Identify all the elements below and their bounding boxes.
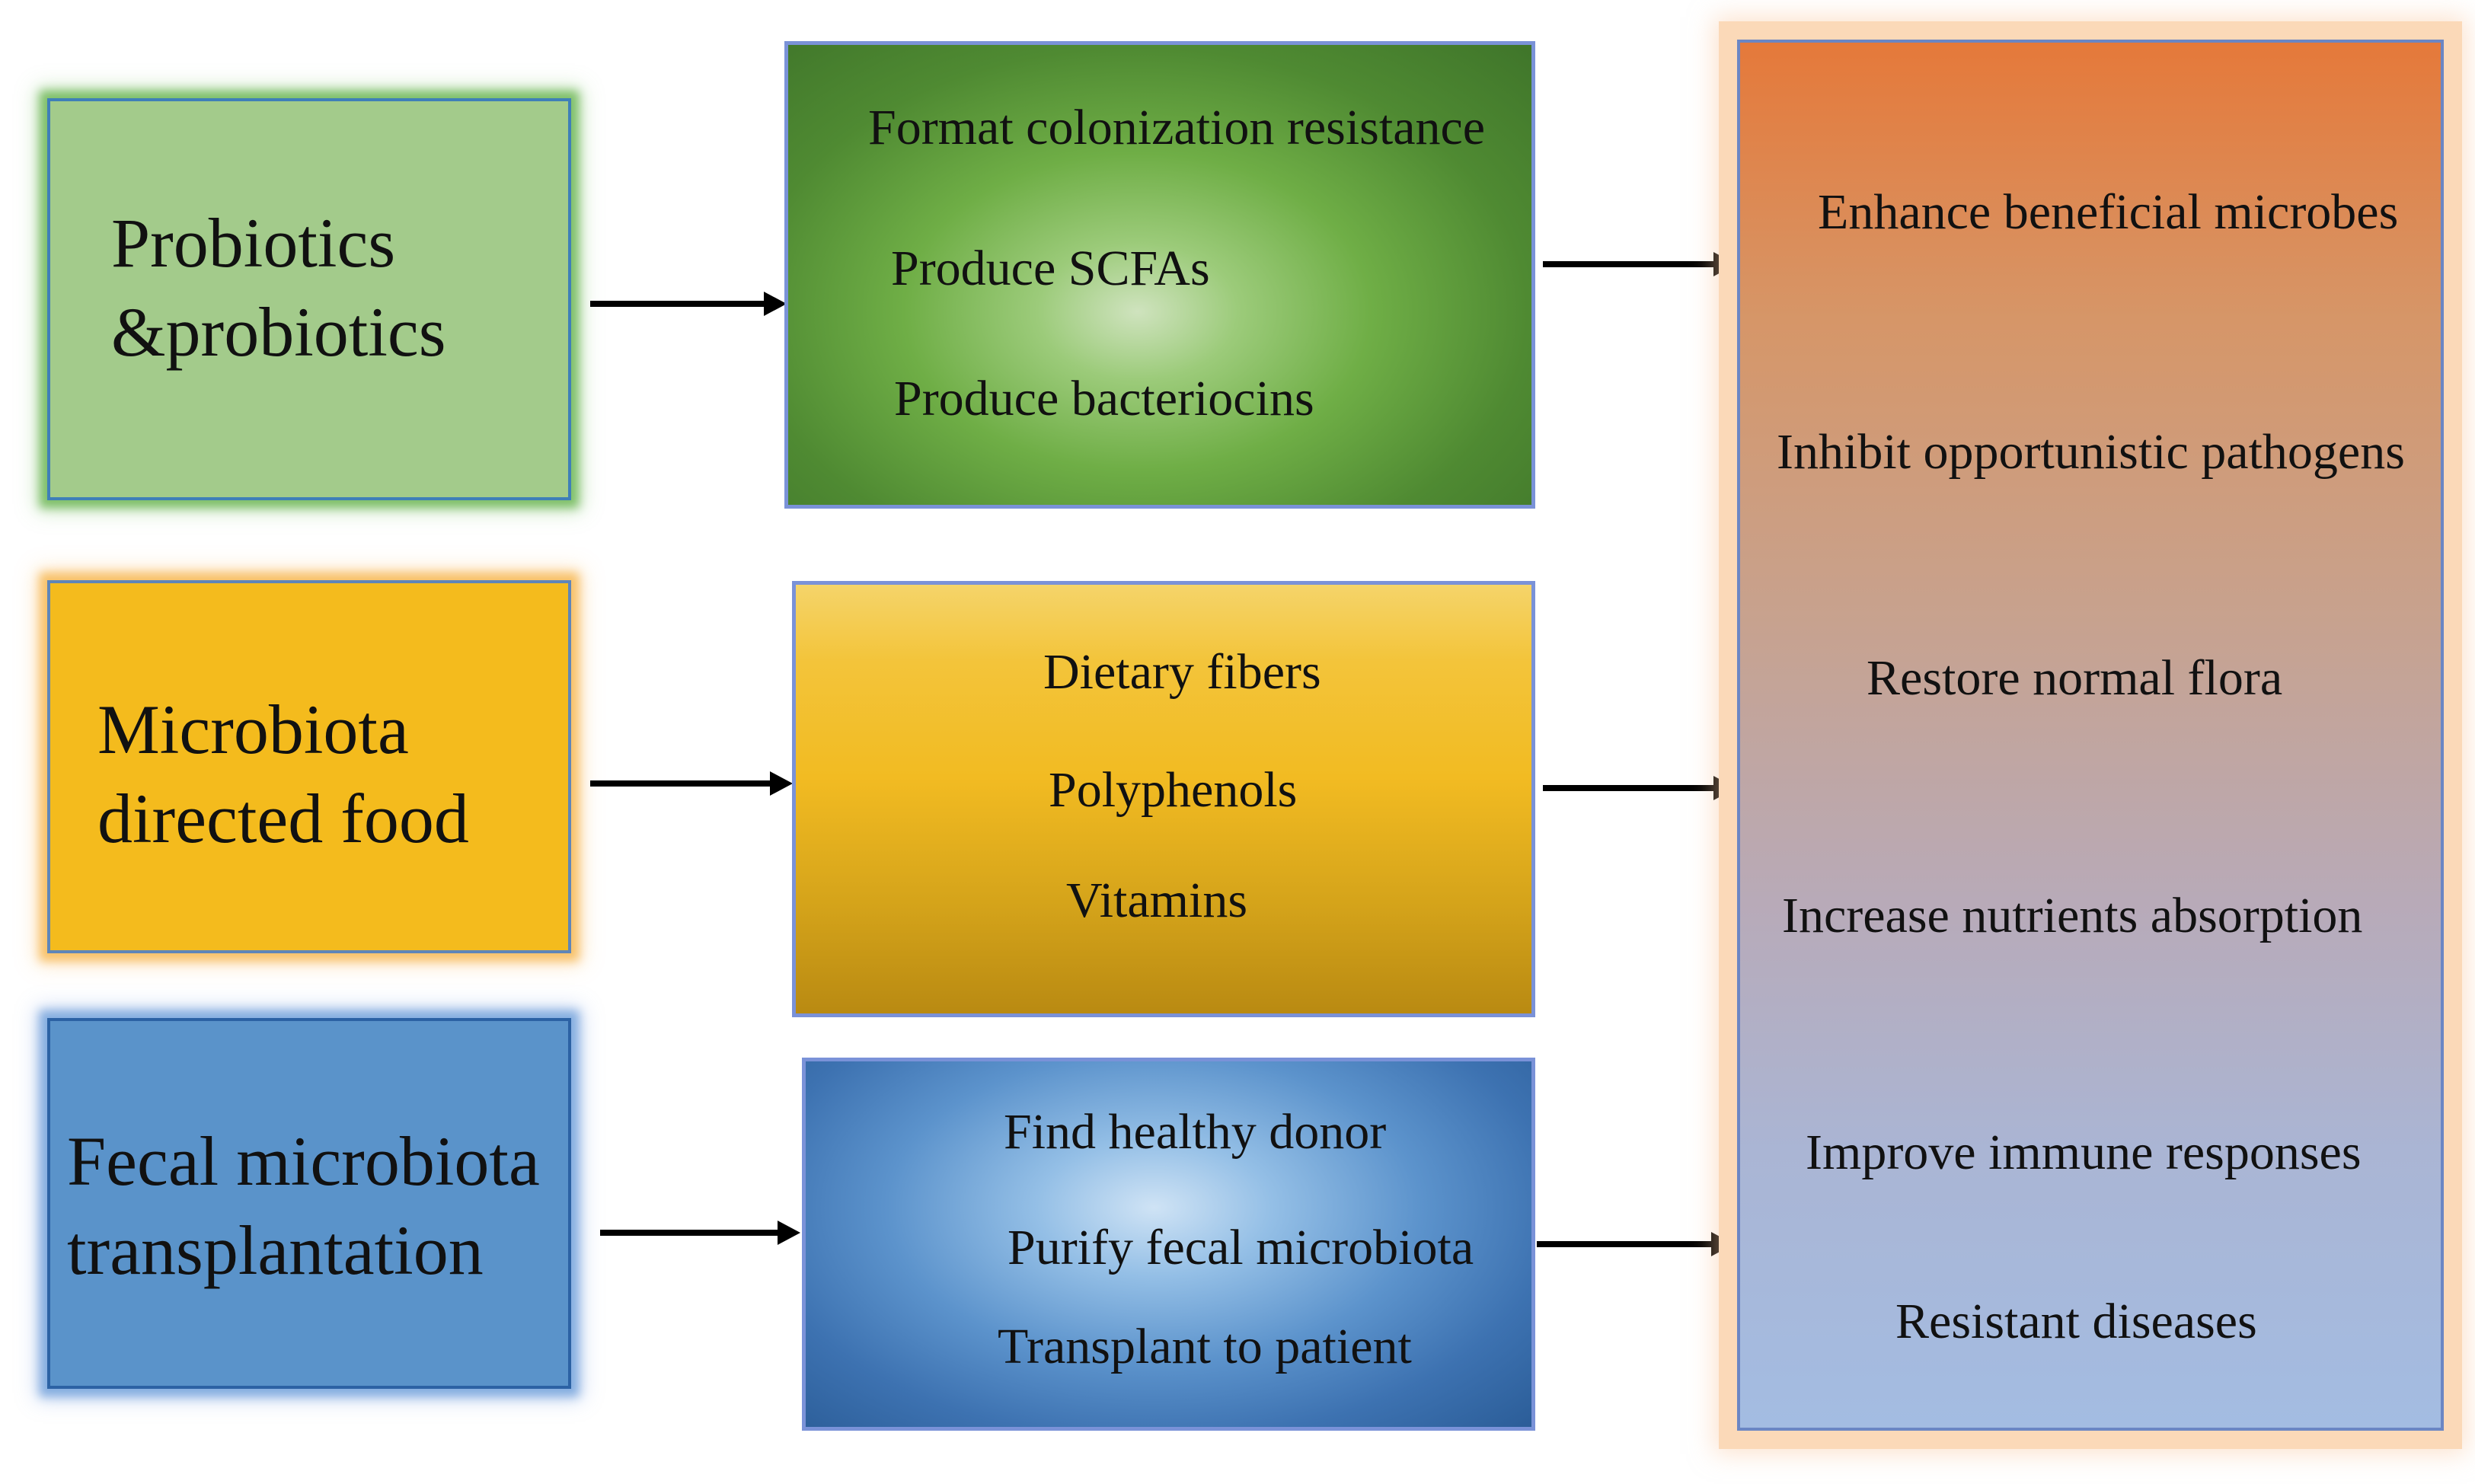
food-components-box: Dietary fibers Polyphenols Vitamins <box>792 581 1535 1017</box>
microbiota-food-box: Microbiota directed food <box>47 580 571 953</box>
outcome-item: Inhibit opportunistic pathogens <box>1777 424 2405 480</box>
arrow-mechanisms-to-outcomes <box>1543 776 1736 800</box>
mechanism-item: Purify fecal microbiota <box>1008 1220 1474 1275</box>
outcome-item: Restore normal flora <box>1867 650 2283 706</box>
arrow-food-to-mechanisms <box>590 771 793 796</box>
outcome-item: Resistant diseases <box>1895 1294 2257 1349</box>
mechanism-item: Dietary fibers <box>1043 644 1321 700</box>
probiotics-box: Probiotics &probiotics <box>47 98 571 500</box>
outcomes-box: Enhance beneficial microbes Inhibit oppo… <box>1737 40 2444 1431</box>
mechanism-item: Produce SCFAs <box>891 241 1210 296</box>
mechanism-item: Transplant to patient <box>998 1319 1412 1374</box>
arrow-mechanisms-to-outcomes <box>1537 1232 1734 1256</box>
mechanism-item: Find healthy donor <box>1004 1104 1387 1160</box>
fecal-transplant-title: Fecal microbiota transplantation <box>67 1122 540 1289</box>
outcome-item: Increase nutrients absorption <box>1782 888 2363 943</box>
arrow-fecal-to-mechanisms <box>600 1221 800 1245</box>
mechanism-item: Produce bacteriocins <box>894 371 1314 426</box>
probiotics-title: Probiotics &probiotics <box>111 204 446 371</box>
fecal-steps-box: Find healthy donor Purify fecal microbio… <box>802 1058 1535 1431</box>
arrow-mechanisms-to-outcomes <box>1543 252 1736 276</box>
probiotics-mechanisms-box: Format colonization resistance Produce S… <box>784 41 1535 509</box>
mechanism-item: Polyphenols <box>1049 762 1298 818</box>
outcome-item: Enhance beneficial microbes <box>1818 184 2399 240</box>
mechanism-item: Vitamins <box>1066 873 1248 928</box>
outcome-item: Improve immune responses <box>1806 1125 2362 1180</box>
mechanism-item: Format colonization resistance <box>868 100 1486 155</box>
microbiota-food-title: Microbiota directed food <box>97 691 469 857</box>
arrow-probiotics-to-mechanisms <box>590 292 787 316</box>
fecal-transplant-box: Fecal microbiota transplantation <box>47 1018 571 1389</box>
